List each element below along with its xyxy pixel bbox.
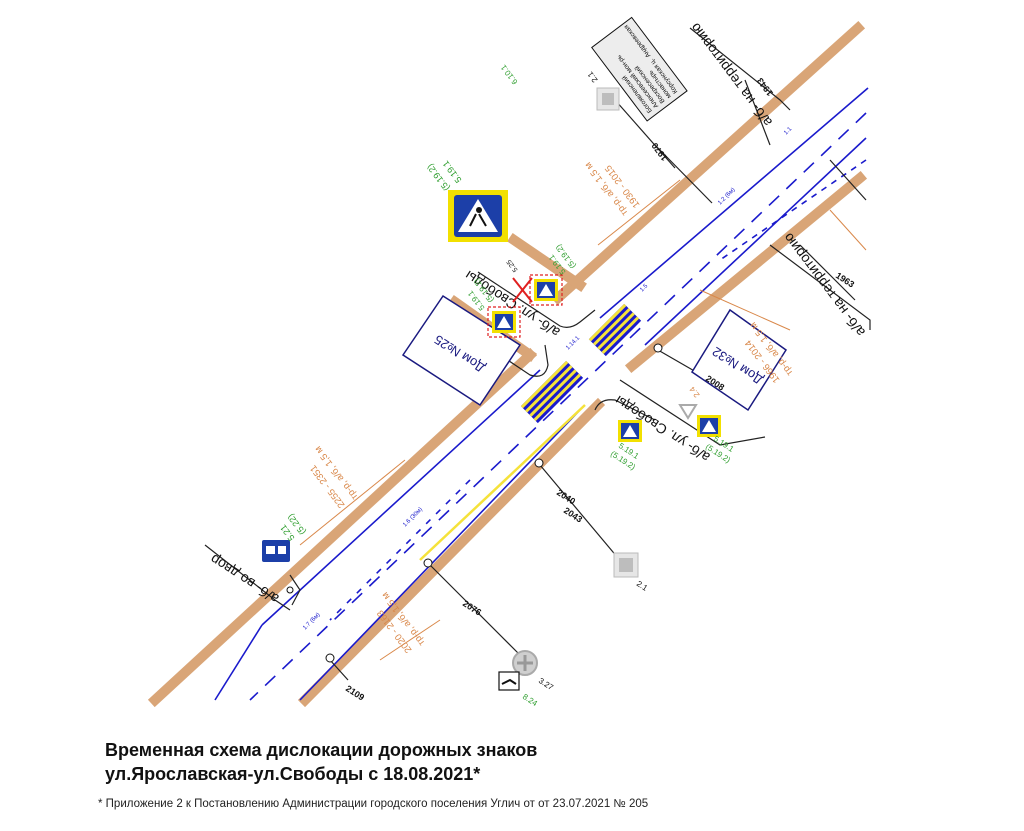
sign-pedestrian-c: 5.19.1 (5.19.2) (609, 420, 642, 472)
sign-code-525: 5.25 (506, 258, 520, 273)
leader-n1 (597, 179, 681, 246)
callout-2076 (429, 564, 521, 656)
building-house-25: Дом №25 (401, 294, 522, 407)
lane-dash-1 (719, 159, 867, 261)
sign-code-24: 2.4 (687, 384, 701, 399)
leader-n3 (299, 459, 406, 546)
road-edge-bottom (644, 137, 867, 346)
post-marker-1 (653, 343, 663, 353)
street-label-territory-top: а/б- на территорию (687, 20, 775, 130)
marking-m6: 1.7 (6м) (302, 612, 321, 631)
sidewalk-upper (550, 20, 866, 306)
road-edge-top-left-2 (214, 624, 263, 701)
chainage-2040: 2040 (555, 487, 577, 506)
post-marker-5 (286, 586, 294, 594)
road-edge-top (599, 87, 869, 319)
traffic-sign-scheme: Дом №25 Дом №32 (147, 16, 871, 708)
note-leaders (299, 179, 867, 661)
chainage-1963: 1963 (834, 270, 856, 289)
callout-1970 (654, 144, 713, 204)
marking-m4: 1.6 (30м) (402, 507, 424, 529)
leader-right (829, 209, 867, 251)
sidewalk-lower (297, 397, 606, 708)
driveway-contour-2 (289, 574, 301, 606)
post-marker-2 (534, 458, 544, 468)
lane-dash-2 (329, 479, 471, 621)
callout-1943 (744, 79, 771, 146)
callout-2109 (329, 659, 349, 681)
sign-main-road-top: 2.1 (585, 69, 620, 111)
territory-contour (689, 27, 791, 111)
post-marker-3 (423, 558, 433, 568)
driveway-contour (204, 544, 291, 611)
sign-code-327: 3.27 (537, 676, 555, 692)
street-left-contour (477, 271, 596, 328)
chainage-1943: 1943 (755, 76, 775, 98)
street-left-contour-2 (462, 329, 549, 377)
road-edge-bottom-left (299, 409, 581, 701)
sidewalk-lower-right (624, 170, 868, 374)
post-marker-4 (325, 653, 335, 663)
chainage-1970: 1970 (650, 141, 670, 163)
caption-title-line-1: Временная схема дислокации дорожных знак… (105, 740, 538, 760)
caption-footnote: * Приложение 2 к Постановлению Администр… (98, 798, 649, 810)
post-markers (286, 343, 663, 663)
sign-code-6101: 6.10.1 (499, 63, 520, 87)
sidewalk-stub (507, 233, 587, 292)
yellow-edge-line (419, 404, 586, 561)
sign-code-21-top: 2.1 (585, 69, 599, 84)
street-right-contour-2 (594, 399, 656, 421)
crossing-upper (588, 303, 642, 357)
callout-right-1 (829, 159, 867, 201)
street-right-contour (619, 379, 766, 446)
road-edges (214, 87, 869, 701)
leader-n2 (699, 289, 791, 331)
sign-yield: 2.4 (678, 384, 702, 420)
sign-living-zone: 5.21 (5.22) (262, 512, 308, 562)
building-house-32: Дом №32 (690, 308, 788, 412)
sign-code-21-bottom: 2.1 (635, 579, 650, 593)
marking-m5: 1.14.1 (565, 335, 582, 352)
street-label-territory-right: а/б- на территорию (780, 230, 868, 340)
callout-1963 (799, 244, 856, 301)
road-edge-top-left (261, 369, 541, 626)
sign-pedestrian-crossing-large: 5.19.1 (5.19.2) (425, 159, 508, 242)
chainage-2109: 2109 (344, 683, 366, 702)
territory-right-contour (769, 244, 871, 330)
sign-tow-truck: 8.24 (498, 671, 539, 708)
callout-2040 (539, 464, 619, 559)
sidewalk-left (147, 347, 538, 708)
pedestrian-icon (476, 207, 482, 213)
crossing-lower (520, 360, 584, 424)
marking-m3: 1.5 (639, 283, 650, 294)
chainage-2043: 2043 (562, 505, 584, 524)
sign-code-824: 8.24 (521, 692, 539, 708)
leader-n4 (379, 619, 441, 661)
caption-title-line-2: ул.Ярославская-ул.Свободы с 18.08.2021* (105, 764, 481, 784)
road-edge-mid (249, 112, 867, 701)
marking-m1: 1.1 (783, 126, 794, 137)
sign-main-road-bottom: 2.1 (613, 552, 650, 593)
sign-direction: Богоявленский Алексеевский мон-рь Воскре… (591, 16, 688, 122)
sidewalks (147, 20, 868, 708)
